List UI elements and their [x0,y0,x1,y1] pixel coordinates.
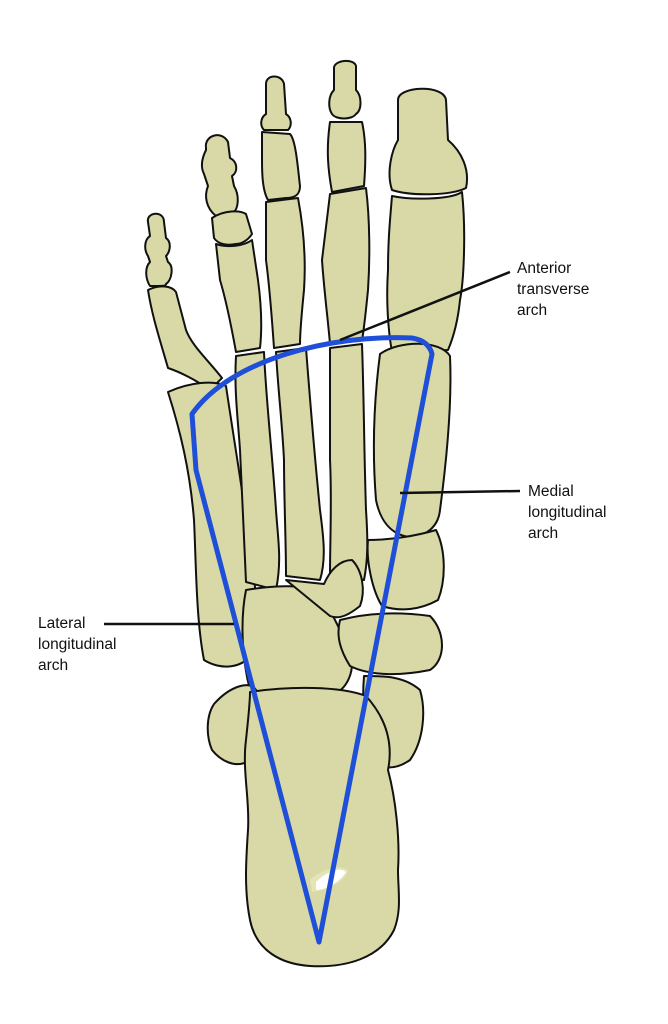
label-line: longitudinal [528,504,607,521]
hindfoot-bones [206,684,400,968]
label-line: Lateral [38,615,86,632]
label-line: longitudinal [38,636,117,653]
label-line: arch [517,302,548,319]
leader-anterior-transverse [339,270,511,342]
label-line: transverse [517,281,590,298]
arch-outline [189,335,435,945]
label-medial-longitudinal-arch: Medial longitudinal arch [528,481,606,544]
label-anterior-transverse-arch: Anterior transverse arch [517,258,589,321]
leader-medial-longitudinal [399,489,521,495]
fourth-toe-bones [200,134,263,353]
label-line: arch [38,657,69,674]
third-toe-bones [260,75,306,349]
tarsal-bones [241,529,445,769]
label-line: Medial [528,483,574,500]
fifth-toe-bones [144,212,223,391]
label-lateral-longitudinal-arch: Lateral longitudinal arch [38,613,116,676]
label-line: Anterior [517,260,572,277]
second-toe-bones [321,60,371,345]
metatarsal-bones [167,342,452,668]
label-line: arch [528,525,559,542]
big-toe-bones [386,87,468,353]
